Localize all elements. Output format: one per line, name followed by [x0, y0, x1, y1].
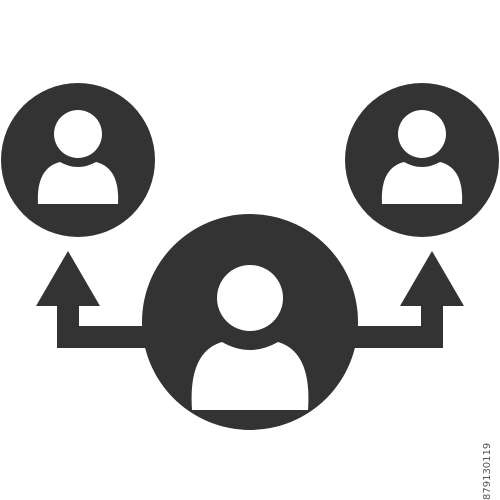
center-user-head	[217, 265, 283, 331]
watermark-id: 879130119	[482, 442, 493, 500]
right-arrow-head	[400, 251, 464, 306]
left-arrow-head	[36, 251, 100, 306]
top-right-user-icon	[345, 83, 499, 237]
top-right-user-head	[398, 110, 446, 158]
center-user-body	[191, 342, 309, 410]
right-arrow-stem	[421, 304, 443, 348]
top-left-user-icon	[1, 83, 155, 237]
left-arrow-stem	[57, 304, 79, 348]
center-user-icon	[142, 214, 358, 430]
top-right-user-body	[381, 162, 463, 204]
top-left-user-circle	[1, 83, 155, 237]
right-arrow-shaft	[330, 326, 442, 348]
top-right-user-circle	[345, 83, 499, 237]
left-arrow-shaft	[58, 306, 170, 348]
right-branch-arrow-icon	[330, 251, 464, 348]
top-left-user-body	[37, 162, 119, 204]
left-branch-arrow-icon	[36, 251, 170, 348]
top-left-user-head	[54, 110, 102, 158]
